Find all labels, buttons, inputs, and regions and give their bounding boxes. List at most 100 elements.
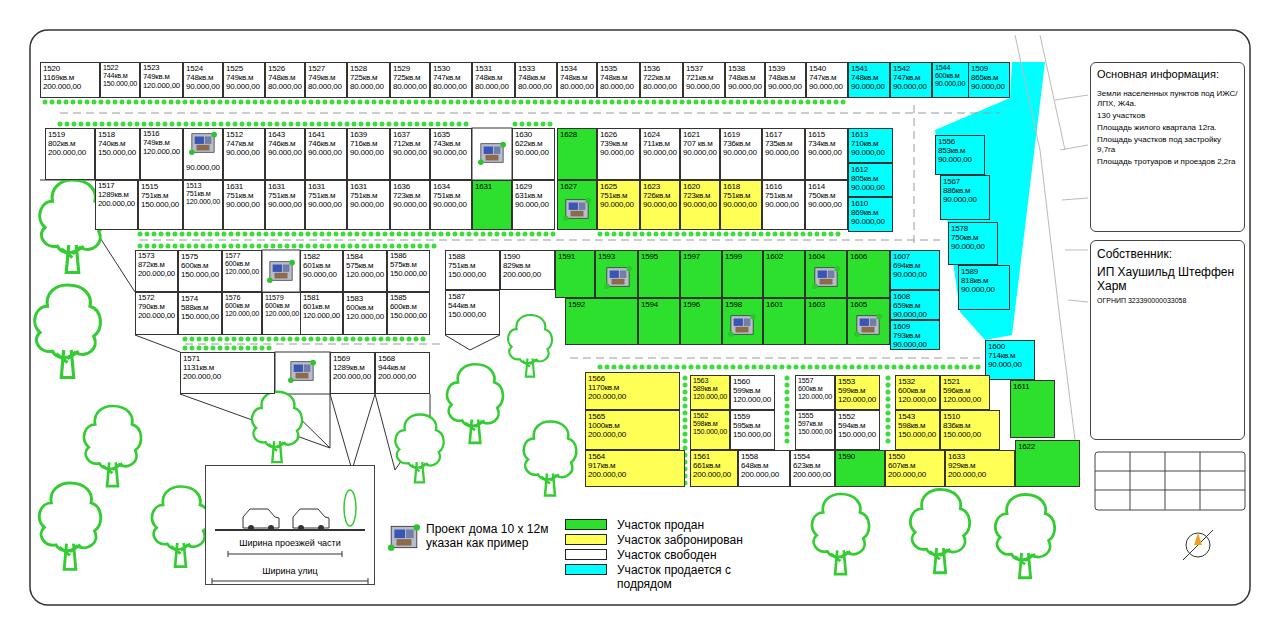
lot-number: 1521 — [943, 377, 960, 386]
lot-area: 749кв.м — [226, 73, 253, 82]
lot-number: 1619 — [723, 130, 740, 139]
lot-box: 1518740кв.м150.000,00 — [95, 128, 140, 180]
lot-price: 90.000,00 — [308, 200, 342, 209]
lot-box: 1521596кв.м120.000,00 — [940, 375, 990, 410]
lot-price: 90.000,00 — [938, 155, 972, 164]
lot-number: 1563 — [693, 377, 708, 385]
lot-number: 1518 — [98, 130, 115, 139]
lot-number: 1630 — [515, 130, 532, 139]
lot-price: 90.000,00 — [186, 82, 220, 91]
lot-price: 90.000,00 — [893, 82, 927, 91]
lot-number: 1623 — [643, 182, 660, 191]
lot-box: 1588751кв.м150.000,00 — [445, 250, 500, 290]
lot-box: 1613710кв.м90.000,00 — [848, 128, 893, 163]
lot-number: 1582 — [303, 252, 320, 261]
lot-box: 1532600кв.м120.000,00 — [895, 375, 940, 410]
lot-number: 1603 — [808, 300, 825, 309]
lot-area: 747кв.м — [226, 139, 253, 148]
lot-box: 1516749кв.м120.000,00 — [140, 128, 183, 180]
lot-box: 1559595кв.м150.000,00 — [730, 410, 775, 450]
lot-box: 1531748кв.м80.000,00 — [472, 62, 515, 98]
lot-number: 1597 — [683, 252, 700, 261]
lot-area: 929кв.м — [948, 461, 975, 470]
tree — [812, 494, 869, 574]
lot-area: 746кв.м — [268, 139, 295, 148]
lot-number: 1515 — [141, 182, 158, 191]
lot-number: 1577 — [225, 252, 240, 260]
lot-box: 1513751кв.м120.000,00 — [183, 180, 223, 230]
lot-price: 90.000,00 — [893, 340, 927, 349]
lot-box: 1629631кв.м90.000,00 — [512, 180, 555, 230]
lot-outline — [262, 250, 300, 292]
hedges — [45, 102, 980, 485]
tree — [84, 406, 141, 486]
lot-number: 1527 — [308, 64, 325, 73]
lot-box: 1595 — [638, 250, 680, 298]
lot-area: 631кв.м — [515, 191, 542, 200]
cypress — [344, 490, 356, 526]
ground-line — [215, 529, 365, 531]
lot-box: 1563589кв.м120.000,00 — [690, 375, 730, 410]
lot-price: 120.000,00 — [346, 270, 384, 279]
lot-price: 150.000,00 — [798, 428, 832, 436]
lot-area: 597кв.м — [798, 420, 823, 428]
tree — [508, 315, 552, 377]
lot-number: 1634 — [433, 182, 450, 191]
lot-box: 1610869кв.м90.000,00 — [848, 197, 893, 232]
lot-area: 599кв.м — [733, 386, 760, 395]
lot-price: 90.000,00 — [433, 148, 467, 157]
lot-area: 751кв.м — [723, 191, 750, 200]
lot-price: 200.000,00 — [588, 430, 626, 439]
lot-price: 150.000,00 — [181, 270, 219, 279]
lot-box: 1540747кв.м90.000,00 — [806, 62, 848, 98]
tree — [910, 490, 969, 573]
lot-number: 1520 — [43, 64, 60, 73]
grid-frame — [1095, 452, 1245, 510]
lot-price: 80.000,00 — [643, 82, 677, 91]
lot-price: 150.000,00 — [943, 430, 981, 439]
lot-number: 1613 — [851, 130, 868, 139]
lot-area: 751кв.м — [268, 191, 295, 200]
lot-area: 744кв.м — [103, 72, 128, 80]
lot-number: 1598 — [725, 300, 742, 309]
road-axis — [60, 113, 1000, 114]
lot-area: 872кв.м — [138, 261, 165, 270]
lot-area: 589кв.м — [693, 385, 718, 393]
lot-number: 1616 — [765, 182, 782, 191]
lot-box: 1523749кв.м120.000,00 — [140, 62, 183, 98]
block-edge — [330, 394, 430, 470]
lot-box: 1597 — [680, 250, 722, 298]
lot-price: 90.000,00 — [809, 82, 843, 91]
lot-number: 1556 — [938, 137, 955, 146]
lot-number: 1575 — [181, 252, 198, 261]
lot-box: 1609793кв.м90.000,00 — [890, 320, 940, 350]
legend-text: Участок забронирован — [617, 533, 743, 547]
lot-number: 1541 — [851, 64, 868, 73]
lot-price: 90.000,00 — [226, 200, 260, 209]
lot-price: 90.000,00 — [683, 200, 717, 209]
lot-number: 1635 — [433, 130, 450, 139]
road-axis — [570, 358, 980, 359]
lot-area: 596кв.м — [943, 386, 970, 395]
lot-area: 747кв.м — [433, 73, 460, 82]
house-icon — [728, 314, 756, 337]
lot-area: 601кв.м — [303, 261, 330, 270]
lot-number: 1600 — [988, 342, 1005, 351]
legend-swatch — [565, 519, 607, 530]
lot-box: 1572790кв.м200.000,00 — [135, 292, 178, 335]
lot-area: 805кв.м — [851, 174, 878, 183]
owner-panel: Собственник:ИП Хаушильд Штеффен ХармОГРН… — [1090, 240, 1245, 440]
lot-number: 1599 — [725, 252, 742, 261]
legend-text: Участок продается с подрядом — [617, 563, 767, 591]
lot-box: 1631751кв.м90.000,00 — [305, 180, 347, 230]
lot-area: 721кв.м — [686, 73, 713, 82]
lot-area: 723кв.м — [683, 191, 710, 200]
lot-box: 1626739кв.м90.000,00 — [597, 128, 640, 180]
legend-row: Участок свободен — [565, 548, 780, 562]
legend: Участок проданУчасток забронированУчасто… — [565, 518, 780, 592]
lot-price: 90.000,00 — [393, 148, 427, 157]
lot-box: 1560599кв.м120.000,00 — [730, 375, 775, 410]
lot-price: 120.000,00 — [693, 393, 727, 401]
lot-price: 90.000,00 — [851, 148, 885, 157]
lot-area: 739кв.м — [600, 139, 627, 148]
